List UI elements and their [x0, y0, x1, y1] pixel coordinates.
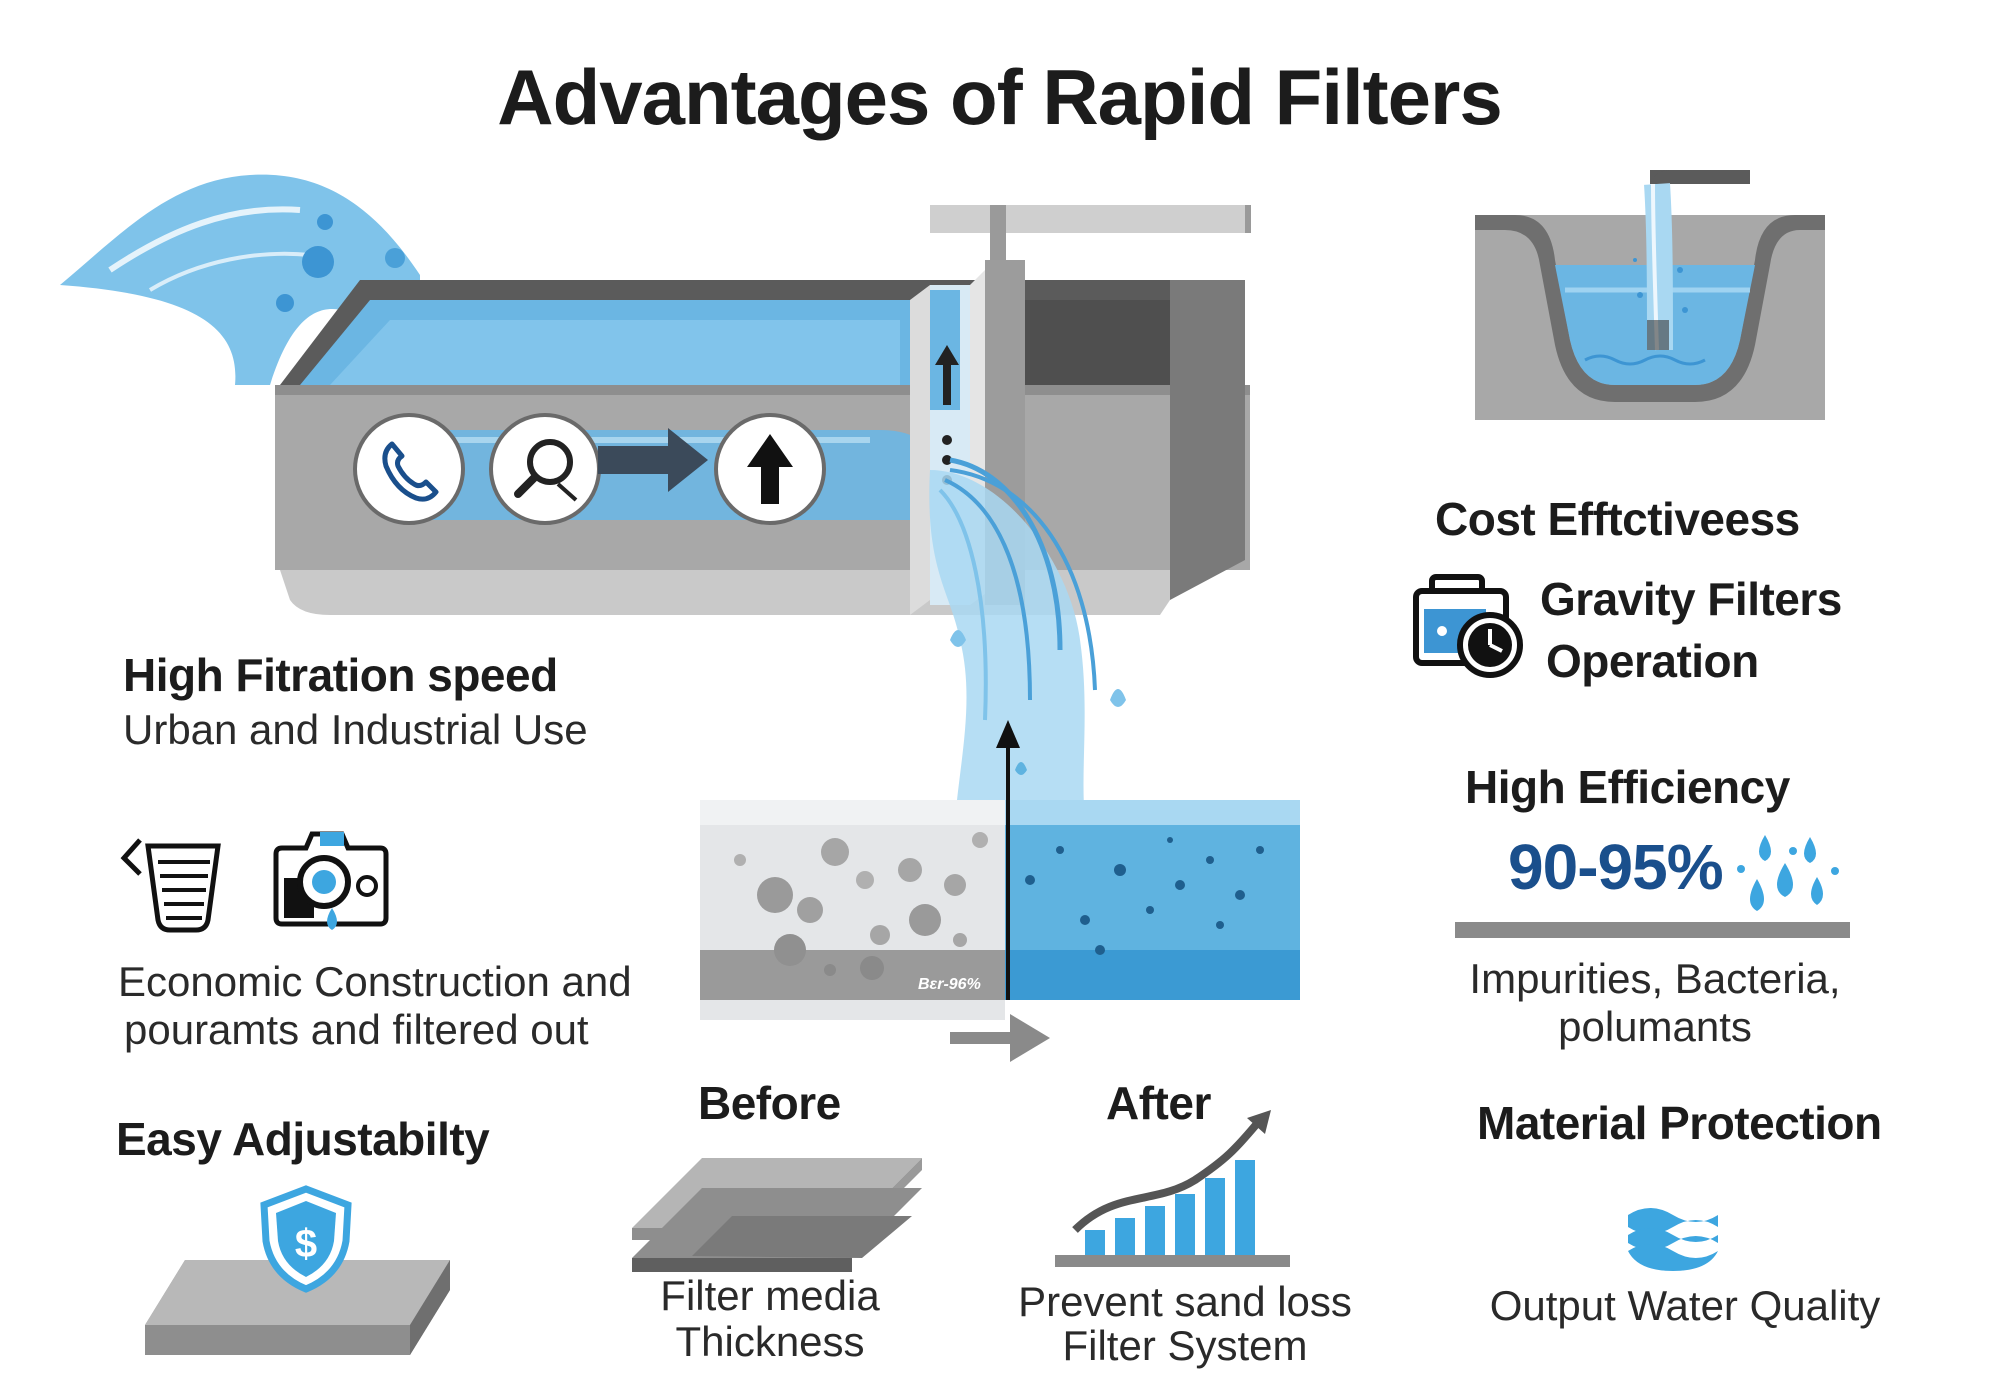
droplets-icon — [1737, 835, 1839, 911]
efficiency-line2: polumants — [1558, 1003, 1752, 1050]
high-filtration-heading: High Fitration speed — [123, 649, 558, 701]
economic-line1: Economic Construction and — [118, 958, 632, 1005]
filter-sheet-icon — [120, 838, 221, 933]
toolbox-clock-icon — [1413, 574, 1523, 678]
growth-chart-icon — [1055, 1110, 1290, 1267]
high-filtration-subtext: Urban and Industrial Use — [123, 706, 588, 753]
economic-line2: pouramts and filtered out — [124, 1006, 589, 1053]
after-caption-line1: Prevent sand loss — [1018, 1278, 1352, 1325]
efficiency-divider — [1455, 922, 1850, 938]
cost-effectiveness-heading: Cost Efftctiveess — [1435, 493, 1800, 545]
phone-icon — [353, 413, 465, 525]
efficiency-percent: 90-95% — [1508, 831, 1724, 903]
comparison-arrow-icon — [950, 1014, 1050, 1062]
after-caption-line2: Filter System — [1062, 1322, 1308, 1369]
after-label: After — [1106, 1077, 1211, 1129]
gravity-filters-line1: Gravity Filters — [1540, 573, 1842, 625]
camera-droplet-icon — [273, 831, 389, 930]
water-waves-icon — [1628, 1208, 1718, 1271]
material-protection-heading: Material Protection — [1477, 1097, 1882, 1149]
before-caption-line1: Filter media — [660, 1272, 880, 1319]
gate-pipe-top — [930, 205, 1250, 233]
arrow-right-icon — [598, 428, 708, 492]
easy-adjust-heading: Easy Adjustabilty — [116, 1113, 490, 1165]
gravity-tank-illustration — [1475, 170, 1825, 420]
gate-slot — [910, 285, 930, 615]
page-title: Advantages of Rapid Filters — [497, 53, 1503, 141]
adjust-plate-illustration — [145, 1260, 450, 1355]
before-label: Before — [698, 1077, 841, 1129]
filter-media-layers — [632, 1158, 922, 1272]
dollar-shield-icon: $ — [260, 1185, 352, 1293]
gravity-filters-line2: Operation — [1546, 635, 1759, 687]
svg-text:$: $ — [295, 1222, 317, 1266]
high-efficiency-heading: High Efficiency — [1465, 761, 1790, 813]
before-caption-line2: Thickness — [675, 1318, 865, 1365]
arrow-up-icon — [714, 413, 826, 525]
before-after-comparison-panel — [700, 720, 1300, 1020]
magnifier-icon — [489, 413, 601, 525]
efficiency-line1: Impurities, Bacteria, — [1469, 955, 1841, 1002]
material-caption: Output Water Quality — [1489, 1282, 1881, 1329]
before-stamp: Bεr-96% — [918, 976, 981, 993]
